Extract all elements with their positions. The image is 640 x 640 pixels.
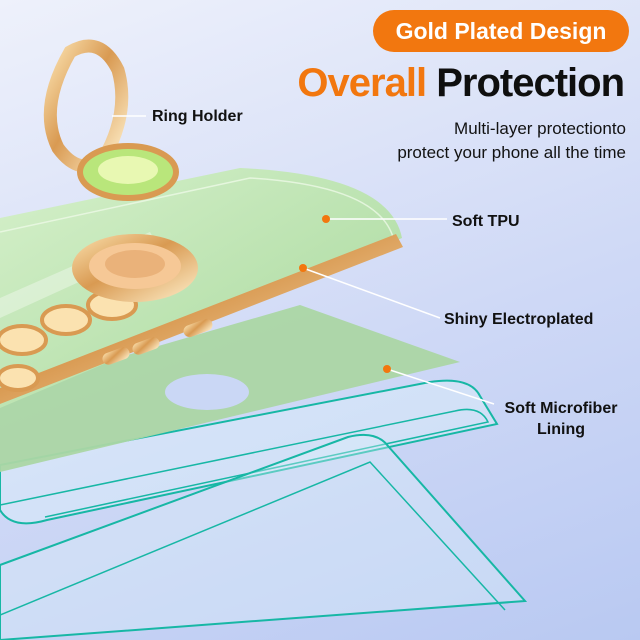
callout-lines: [112, 115, 495, 405]
ring-holder: [43, 39, 179, 201]
headline-accent: Overall: [297, 61, 427, 105]
callout-microfiber-lining: Soft Microfiber Lining: [496, 398, 626, 440]
callout-ring-holder: Ring Holder: [152, 108, 243, 125]
screen-protector-glass: [0, 379, 528, 640]
headline-rest: Protection: [436, 61, 625, 105]
camera-cutouts: [0, 289, 138, 392]
ring-mount: [72, 234, 198, 302]
headline: Overall Protection: [0, 58, 625, 108]
callout-lining-line-2: Lining: [537, 421, 585, 438]
lining-camera-hole: [165, 374, 249, 410]
callout-shiny-electroplated: Shiny Electroplated: [444, 311, 594, 328]
callout-soft-tpu: Soft TPU: [452, 213, 520, 230]
subtext-line-1: Multi-layer protectionto: [454, 119, 626, 138]
subtext-line-2: protect your phone all the time: [397, 143, 626, 162]
callout-dots: [299, 215, 391, 373]
gold-plated-badge: Gold Plated Design: [373, 10, 629, 52]
side-buttons: [102, 318, 213, 365]
subtext: Multi-layer protectionto protect your ph…: [397, 117, 626, 165]
callout-lining-line-1: Soft Microfiber: [504, 400, 618, 417]
